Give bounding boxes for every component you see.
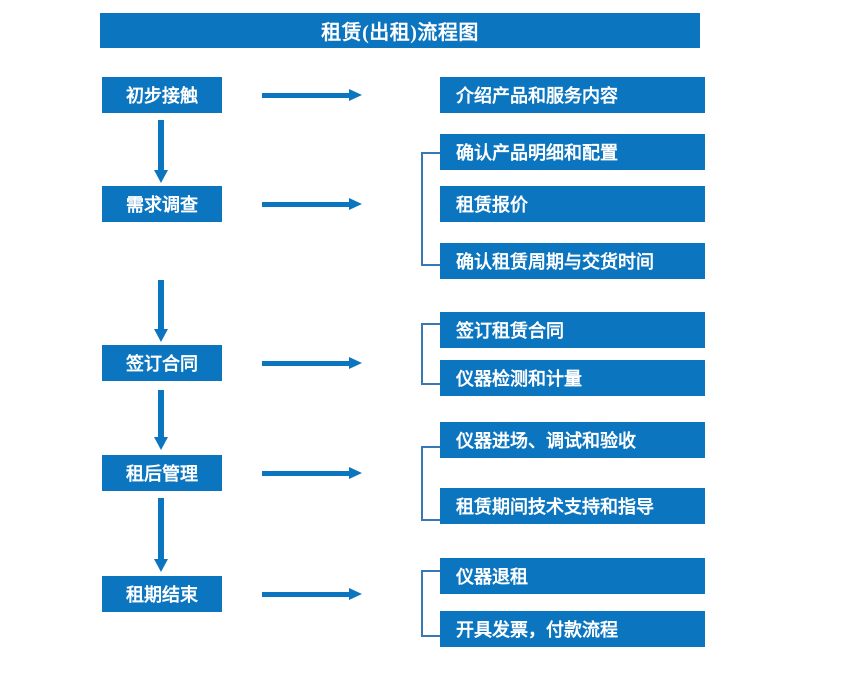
arrow-head xyxy=(349,467,362,479)
arrow-shaft xyxy=(262,592,350,597)
stage-box-5[interactable]: 租期结束 xyxy=(102,576,222,612)
detail-box-2-3[interactable]: 确认租赁周期与交货时间 xyxy=(440,243,705,279)
arrow-right-icon-5 xyxy=(262,587,362,601)
arrow-shaft xyxy=(158,120,164,170)
detail-box-4-1[interactable]: 仪器进场、调试和验收 xyxy=(440,422,705,458)
arrow-right-icon-3 xyxy=(262,356,362,370)
arrow-shaft xyxy=(262,361,350,366)
arrow-down-icon-4 xyxy=(154,498,168,572)
bracket-stub-bottom xyxy=(423,519,440,521)
detail-box-2-2[interactable]: 租赁报价 xyxy=(440,186,705,222)
stage-box-2[interactable]: 需求调查 xyxy=(102,186,222,222)
bracket-connector-2 xyxy=(421,152,440,266)
arrow-down-icon-3 xyxy=(154,390,168,450)
bracket-stub-top xyxy=(423,323,440,325)
bracket-stub-bottom xyxy=(423,264,440,266)
arrow-shaft xyxy=(158,280,164,329)
arrow-head xyxy=(349,198,362,210)
bracket-stub-bottom xyxy=(423,383,440,385)
arrow-shaft xyxy=(262,202,350,207)
bracket-stub-top xyxy=(423,570,440,572)
arrow-head xyxy=(154,170,168,183)
bracket-stub-top xyxy=(423,446,440,448)
arrow-right-icon-2 xyxy=(262,197,362,211)
detail-box-1-1[interactable]: 介绍产品和服务内容 xyxy=(440,77,705,113)
stage-box-3[interactable]: 签订合同 xyxy=(102,345,222,381)
arrow-head xyxy=(154,329,168,342)
arrow-head xyxy=(154,559,168,572)
arrow-head xyxy=(349,588,362,600)
arrow-down-icon-1 xyxy=(154,120,168,183)
arrow-shaft xyxy=(262,93,350,98)
arrow-down-icon-2 xyxy=(154,280,168,342)
bracket-stub-top xyxy=(423,152,440,154)
detail-box-2-1[interactable]: 确认产品明细和配置 xyxy=(440,134,705,170)
arrow-head xyxy=(154,437,168,450)
detail-box-4-2[interactable]: 租赁期间技术支持和指导 xyxy=(440,488,705,524)
arrow-shaft xyxy=(158,390,164,437)
arrow-head xyxy=(349,357,362,369)
bracket-connector-3 xyxy=(421,323,440,385)
detail-box-5-2[interactable]: 开具发票，付款流程 xyxy=(440,611,705,647)
arrow-shaft xyxy=(158,498,164,559)
arrow-right-icon-4 xyxy=(262,466,362,480)
detail-box-3-2[interactable]: 仪器检测和计量 xyxy=(440,360,705,396)
detail-box-5-1[interactable]: 仪器退租 xyxy=(440,558,705,594)
detail-box-3-1[interactable]: 签订租赁合同 xyxy=(440,312,705,348)
arrow-right-icon-1 xyxy=(262,88,362,102)
arrow-head xyxy=(349,89,362,101)
arrow-shaft xyxy=(262,471,350,476)
bracket-connector-4 xyxy=(421,446,440,521)
bracket-connector-5 xyxy=(421,570,440,637)
stage-box-1[interactable]: 初步接触 xyxy=(102,77,222,113)
bracket-stub-bottom xyxy=(423,635,440,637)
stage-box-4[interactable]: 租后管理 xyxy=(102,455,222,491)
page-title: 租赁(出租)流程图 xyxy=(100,13,700,48)
